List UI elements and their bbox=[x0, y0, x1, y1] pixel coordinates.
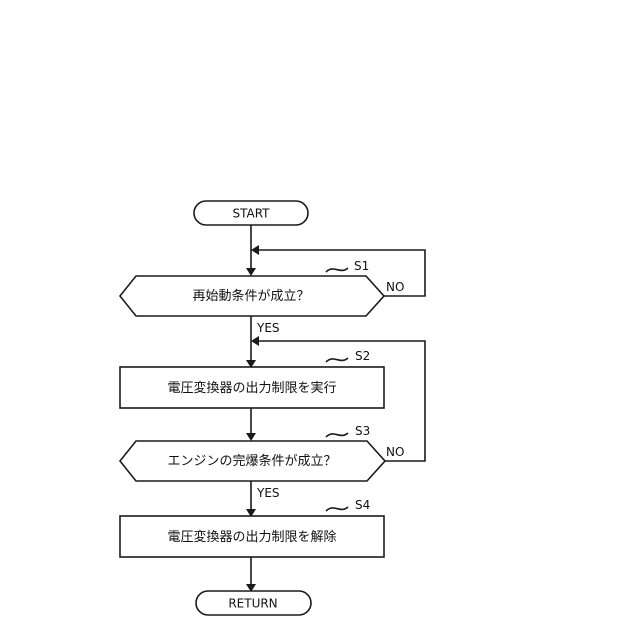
s3-text: エンジンの完爆条件が成立？ bbox=[167, 453, 336, 469]
s1-tag: S1 bbox=[354, 259, 369, 273]
s3-no-label: NO bbox=[386, 445, 404, 459]
s1-yes-label: YES bbox=[256, 321, 280, 335]
s2-tag-squiggle bbox=[326, 358, 348, 362]
return-label: RETURN bbox=[228, 597, 277, 611]
s4-tag: S4 bbox=[355, 498, 370, 512]
arrowhead-s1 bbox=[246, 268, 256, 276]
s1-text: 再始動条件が成立？ bbox=[192, 288, 309, 304]
s2-tag: S2 bbox=[355, 349, 370, 363]
s4-text: 電圧変換器の出力制限を解除 bbox=[167, 529, 336, 545]
start-label: START bbox=[232, 207, 270, 221]
arrowhead-s1-loop bbox=[251, 245, 259, 255]
s3-tag-squiggle bbox=[326, 433, 348, 437]
s2-text: 電圧変換器の出力制限を実行 bbox=[167, 380, 336, 396]
s1-no-label: NO bbox=[386, 280, 404, 294]
arrowhead-s3-loop bbox=[251, 336, 259, 346]
s1-tag-squiggle bbox=[326, 268, 348, 272]
arrowhead-s3 bbox=[246, 433, 256, 441]
s4-tag-squiggle bbox=[326, 507, 348, 511]
s3-tag: S3 bbox=[355, 424, 370, 438]
s3-yes-label: YES bbox=[256, 486, 280, 500]
